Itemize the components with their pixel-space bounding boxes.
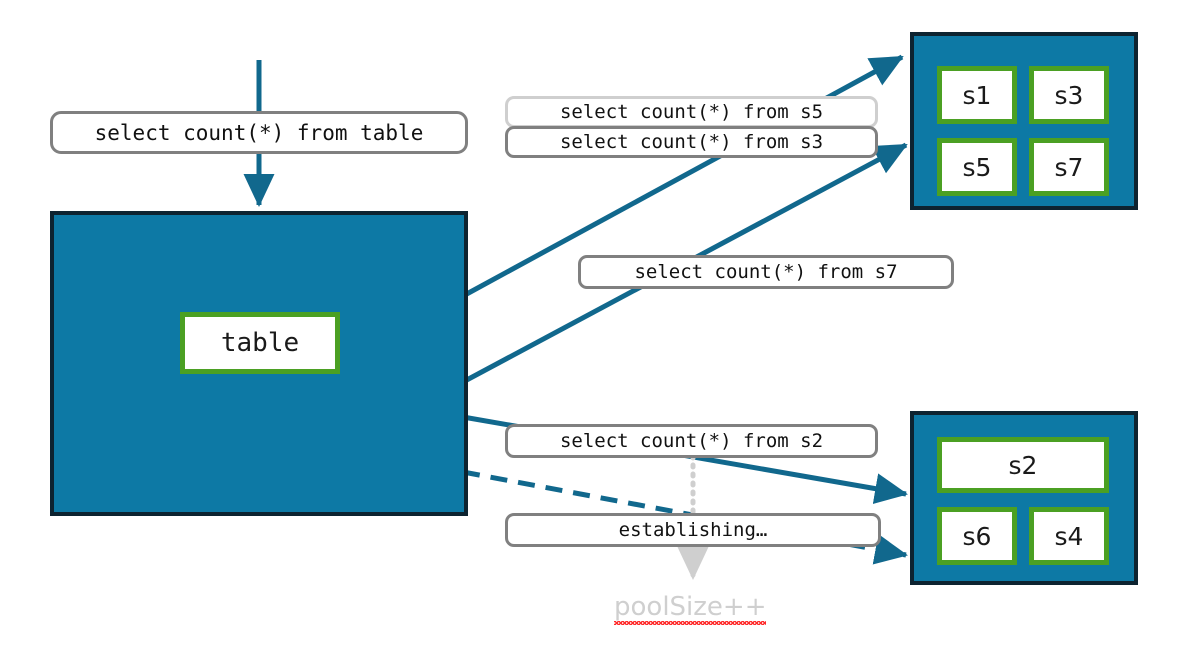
- cell-s1[interactable]: s1: [937, 66, 1017, 124]
- cell-table[interactable]: table: [180, 312, 340, 374]
- label-select-from-table: select count(*) from table: [50, 111, 468, 154]
- label-select-from-s5: select count(*) from s5: [505, 96, 878, 128]
- cell-s2[interactable]: s2: [937, 437, 1109, 493]
- label-select-from-s3: select count(*) from s3: [505, 126, 878, 158]
- label-select-from-s7: select count(*) from s7: [578, 255, 954, 289]
- cell-s4[interactable]: s4: [1029, 507, 1109, 565]
- cell-s5[interactable]: s5: [937, 138, 1017, 196]
- label-poolsize: poolSize++: [614, 592, 767, 625]
- cell-s7[interactable]: s7: [1029, 138, 1109, 196]
- cell-s6[interactable]: s6: [937, 507, 1017, 565]
- poolsize-text: poolSize++: [614, 592, 767, 625]
- label-establishing: establishing…: [505, 513, 881, 547]
- label-select-from-s2: select count(*) from s2: [505, 424, 878, 458]
- cell-s3[interactable]: s3: [1029, 66, 1109, 124]
